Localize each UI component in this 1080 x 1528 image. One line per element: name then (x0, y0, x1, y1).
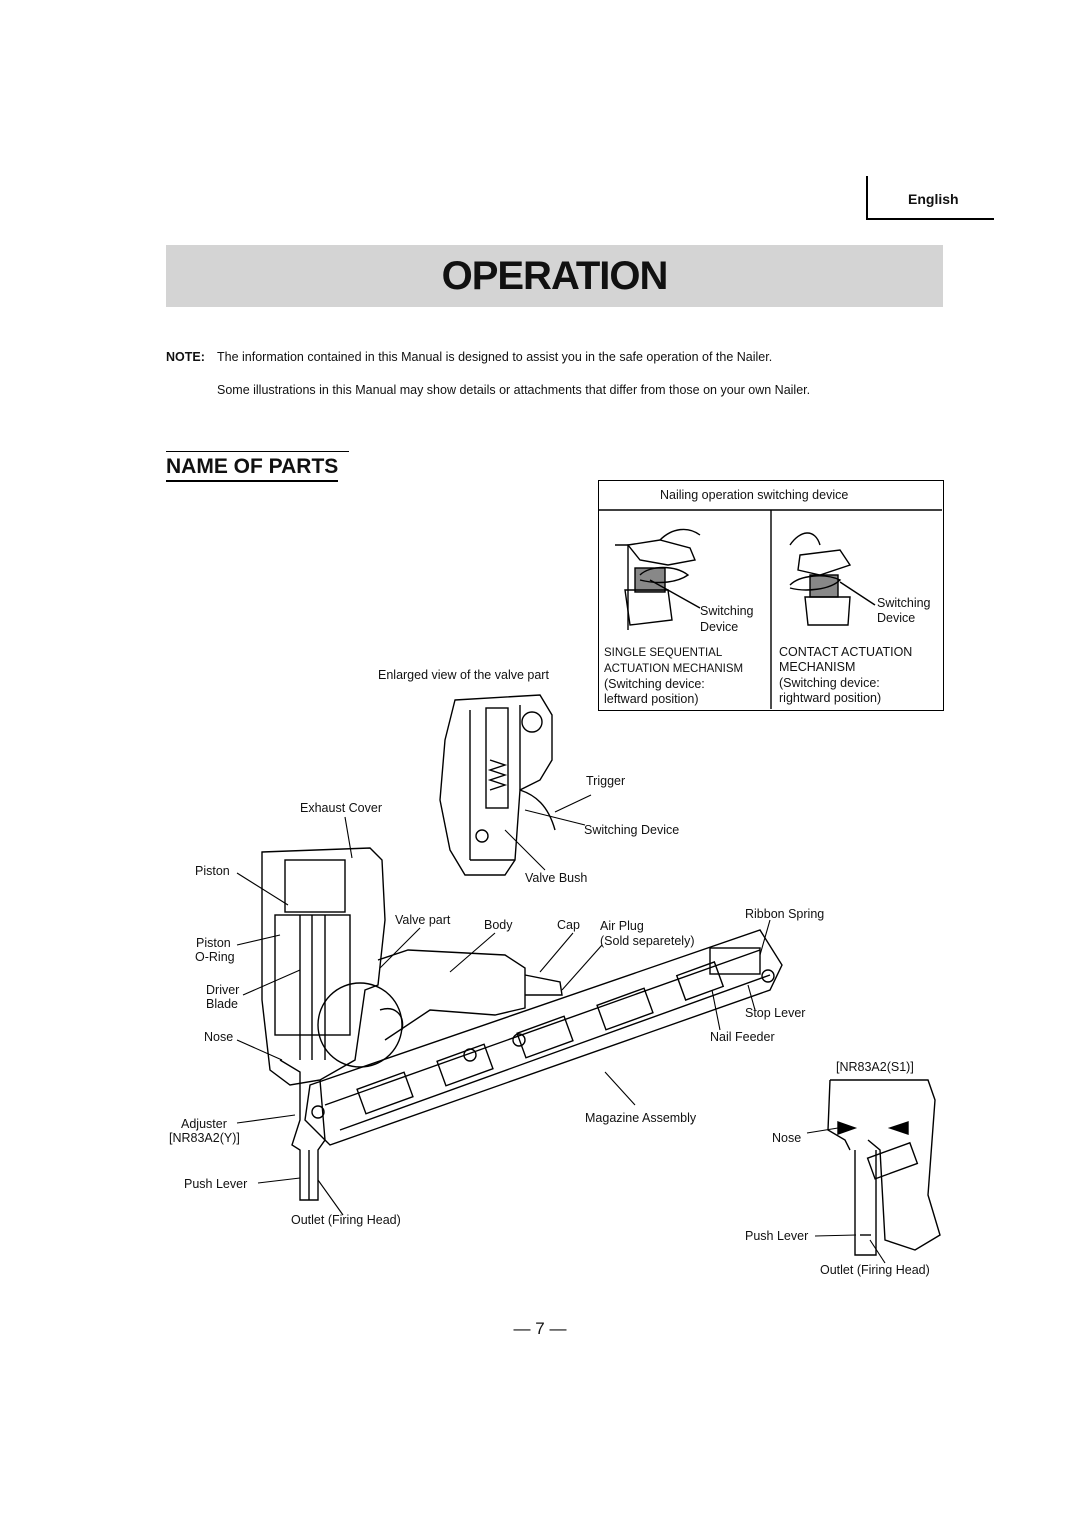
left-mode-2: ACTUATION MECHANISM (604, 663, 744, 675)
label-ribbon-spring: Ribbon Spring (745, 907, 825, 921)
label-sold-separately: (Sold separetely) (600, 934, 695, 948)
language-tab: English (866, 176, 994, 220)
right-mode-1: CONTACT ACTUATION (779, 645, 913, 659)
page-title: OPERATION (441, 254, 669, 298)
section-rule (166, 451, 349, 452)
section-title: NAME OF PARTS (166, 455, 339, 482)
label-stop-lever: Stop Lever (745, 1006, 806, 1020)
label-enlarged-view: Enlarged view of the valve part (378, 668, 549, 682)
label-valve-bush: Valve Bush (525, 871, 588, 885)
label-piston: Piston (195, 864, 230, 878)
switching-box-title: Nailing operation switching device (660, 488, 849, 502)
label-switching-device: Switching Device (584, 823, 680, 837)
note-label: NOTE: (166, 350, 205, 364)
language-label: English (908, 191, 959, 207)
note-line-2: Some illustrations in this Manual may sh… (217, 383, 811, 397)
label-adjuster: Adjuster (181, 1117, 227, 1131)
label-outlet-s1: Outlet (Firing Head) (820, 1263, 930, 1277)
label-cap: Cap (557, 918, 580, 932)
label-nose-s1: Nose (772, 1131, 802, 1145)
right-position-1: (Switching device: (779, 676, 880, 690)
main-nailer-drawing (261, 847, 783, 1201)
label-trigger: Trigger (586, 774, 626, 788)
label-nail-feeder: Nail Feeder (710, 1030, 775, 1044)
note-line-1: The information contained in this Manual… (217, 350, 773, 364)
switching-device-box (598, 480, 944, 711)
label-valve-part: Valve part (395, 913, 451, 927)
right-mode-2: MECHANISM (779, 660, 856, 674)
right-device-label-2: Device (877, 611, 916, 625)
s1-inset-drawing (827, 1079, 941, 1256)
enlarged-valve-drawing (439, 694, 556, 876)
label-push-lever-s1: Push Lever (745, 1229, 809, 1243)
label-air-plug: Air Plug (600, 919, 644, 933)
left-switch-sketch (615, 528, 701, 630)
right-position-2: rightward position) (779, 691, 882, 705)
label-body: Body (484, 918, 513, 932)
label-nose: Nose (204, 1030, 234, 1044)
left-device-label-1: Switching (700, 604, 754, 618)
right-device-label-1: Switching (877, 596, 931, 610)
left-mode-1: SINGLE SEQUENTIAL (604, 647, 723, 659)
label-driver-blade-2: Blade (206, 997, 238, 1011)
operation-banner: OPERATION (166, 245, 943, 307)
label-outlet: Outlet (Firing Head) (291, 1213, 401, 1227)
label-driver-blade-1: Driver (206, 983, 240, 997)
label-exhaust-cover: Exhaust Cover (300, 801, 382, 815)
left-position-2: leftward position) (604, 692, 699, 706)
label-push-lever: Push Lever (184, 1177, 248, 1191)
label-magazine-assembly: Magazine Assembly (585, 1111, 697, 1125)
label-piston-oring-1: Piston (196, 936, 231, 950)
label-model-s1: [NR83A2(S1)] (836, 1060, 914, 1074)
right-switch-sketch (789, 532, 876, 626)
left-device-label-2: Device (700, 620, 739, 634)
label-model-y: [NR83A2(Y)] (169, 1131, 240, 1145)
page-number: — 7 — (513, 1319, 567, 1338)
left-position-1: (Switching device: (604, 677, 705, 691)
label-piston-oring-2: O-Ring (195, 950, 235, 964)
leader-lines (236, 794, 886, 1264)
